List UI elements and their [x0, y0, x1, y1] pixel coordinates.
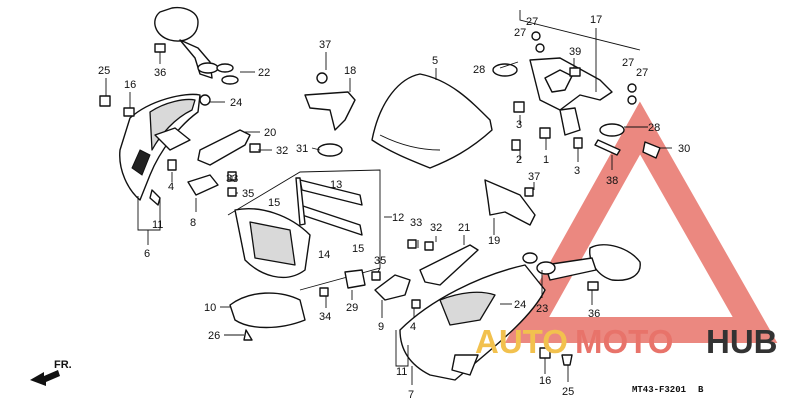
callout-16-bottom: 16: [539, 375, 551, 387]
callout-31: 31: [296, 143, 308, 155]
callout-28-right: 28: [648, 122, 660, 134]
stay-19: [484, 179, 536, 226]
callout-18: 18: [344, 65, 356, 77]
windscreen-5: [371, 73, 493, 169]
callout-17: 17: [590, 14, 602, 26]
watermark-triangle: [504, 101, 778, 343]
diagram-code: MT43-F3201: [632, 385, 687, 395]
callout-10: 10: [204, 302, 216, 314]
callout-27-b: 27: [514, 27, 526, 39]
callout-37-top: 37: [319, 39, 331, 51]
watermark-logo: [504, 101, 778, 343]
callout-32-top: 32: [276, 145, 288, 157]
mirror-23: [522, 244, 641, 291]
callout-15-right: 15: [352, 243, 364, 255]
band-28b: [599, 123, 625, 137]
callout-25-top: 25: [98, 65, 110, 77]
callout-2: 2: [516, 154, 522, 166]
front-label: FR.: [54, 359, 72, 371]
callout-24-top: 24: [230, 97, 242, 109]
callout-32-center: 32: [430, 222, 442, 234]
callout-12: 12: [392, 212, 404, 224]
lower-side-cowl-7: [399, 264, 546, 381]
callout-35-center: 35: [374, 255, 386, 267]
callout-30: 30: [678, 143, 690, 155]
callout-8: 8: [190, 217, 196, 229]
watermark-auto: AUTO: [475, 323, 568, 360]
callout-7: 7: [408, 389, 414, 401]
front-indicator: FR.: [30, 359, 72, 386]
callout-1: 1: [543, 154, 549, 166]
diagram-code-block: MT43-F3201 B: [632, 385, 704, 395]
callout-20: 20: [264, 127, 276, 139]
callout-22: 22: [258, 67, 270, 79]
callout-3-upper: 3: [516, 119, 522, 131]
fasteners-bottom-right: [539, 347, 573, 366]
callout-numbers: 25 16 36 22 24 20 32 4 33 35 8 11 6 37 1…: [98, 14, 690, 401]
bolt-38: [594, 139, 621, 156]
callout-27-d: 27: [636, 67, 648, 79]
watermark-hub: HUB: [706, 323, 778, 360]
band-28a: [492, 63, 518, 77]
callout-23: 23: [536, 303, 548, 315]
callout-11-left: 11: [152, 219, 163, 231]
callout-25-bottom: 25: [562, 386, 574, 398]
clip-30: [642, 141, 661, 159]
leader-lines: [105, 10, 672, 385]
callout-28-top: 28: [473, 64, 485, 76]
callout-14: 14: [318, 249, 330, 261]
stay-bracket-18: [304, 72, 356, 157]
meter-bracket-17: [529, 31, 637, 136]
callout-26: 26: [208, 330, 220, 342]
callout-37-right: 37: [528, 171, 540, 183]
callout-4-left: 4: [168, 181, 174, 193]
callout-29: 29: [346, 302, 358, 314]
callout-6: 6: [144, 248, 150, 260]
left-side-cowl: [119, 93, 201, 201]
callout-11-bottom: 11: [396, 366, 407, 378]
callout-39: 39: [569, 46, 581, 58]
lower-cover-10: [229, 292, 306, 341]
callout-27-c: 27: [622, 57, 634, 69]
callout-4-center: 4: [410, 321, 416, 333]
clip-29: [344, 269, 366, 289]
callout-3-lower: 3: [574, 165, 580, 177]
callout-19: 19: [488, 235, 500, 247]
watermark-brand: AUTO MOTO HUB: [475, 323, 778, 360]
inner-panel-20: [197, 129, 251, 166]
callout-33-left: 33: [226, 173, 238, 185]
callout-33-center: 33: [410, 217, 422, 229]
watermark-moto: MOTO: [575, 323, 673, 360]
inner-fairing-box: [227, 169, 381, 291]
callout-15-left: 15: [268, 197, 280, 209]
callout-16-top: 16: [124, 79, 136, 91]
callout-9: 9: [378, 321, 384, 333]
bracket-21: [419, 244, 479, 286]
mirror-assembly: [154, 6, 239, 85]
callout-13: 13: [330, 179, 342, 191]
callout-38: 38: [606, 175, 618, 187]
callout-27-a: 27: [526, 16, 538, 28]
callout-35-left: 35: [242, 188, 254, 200]
callout-36-right: 36: [588, 308, 600, 320]
callout-5: 5: [432, 55, 438, 67]
callout-36-top: 36: [154, 67, 166, 79]
diagram-code-suffix: B: [698, 385, 704, 395]
front-arrow-icon: [30, 370, 60, 386]
bracket-9: [374, 274, 411, 301]
small-parts-left: [99, 43, 261, 206]
callout-21: 21: [458, 222, 470, 234]
callout-24-bottom: 24: [514, 299, 526, 311]
callout-34: 34: [319, 311, 331, 323]
small-parts-right: [511, 67, 583, 151]
